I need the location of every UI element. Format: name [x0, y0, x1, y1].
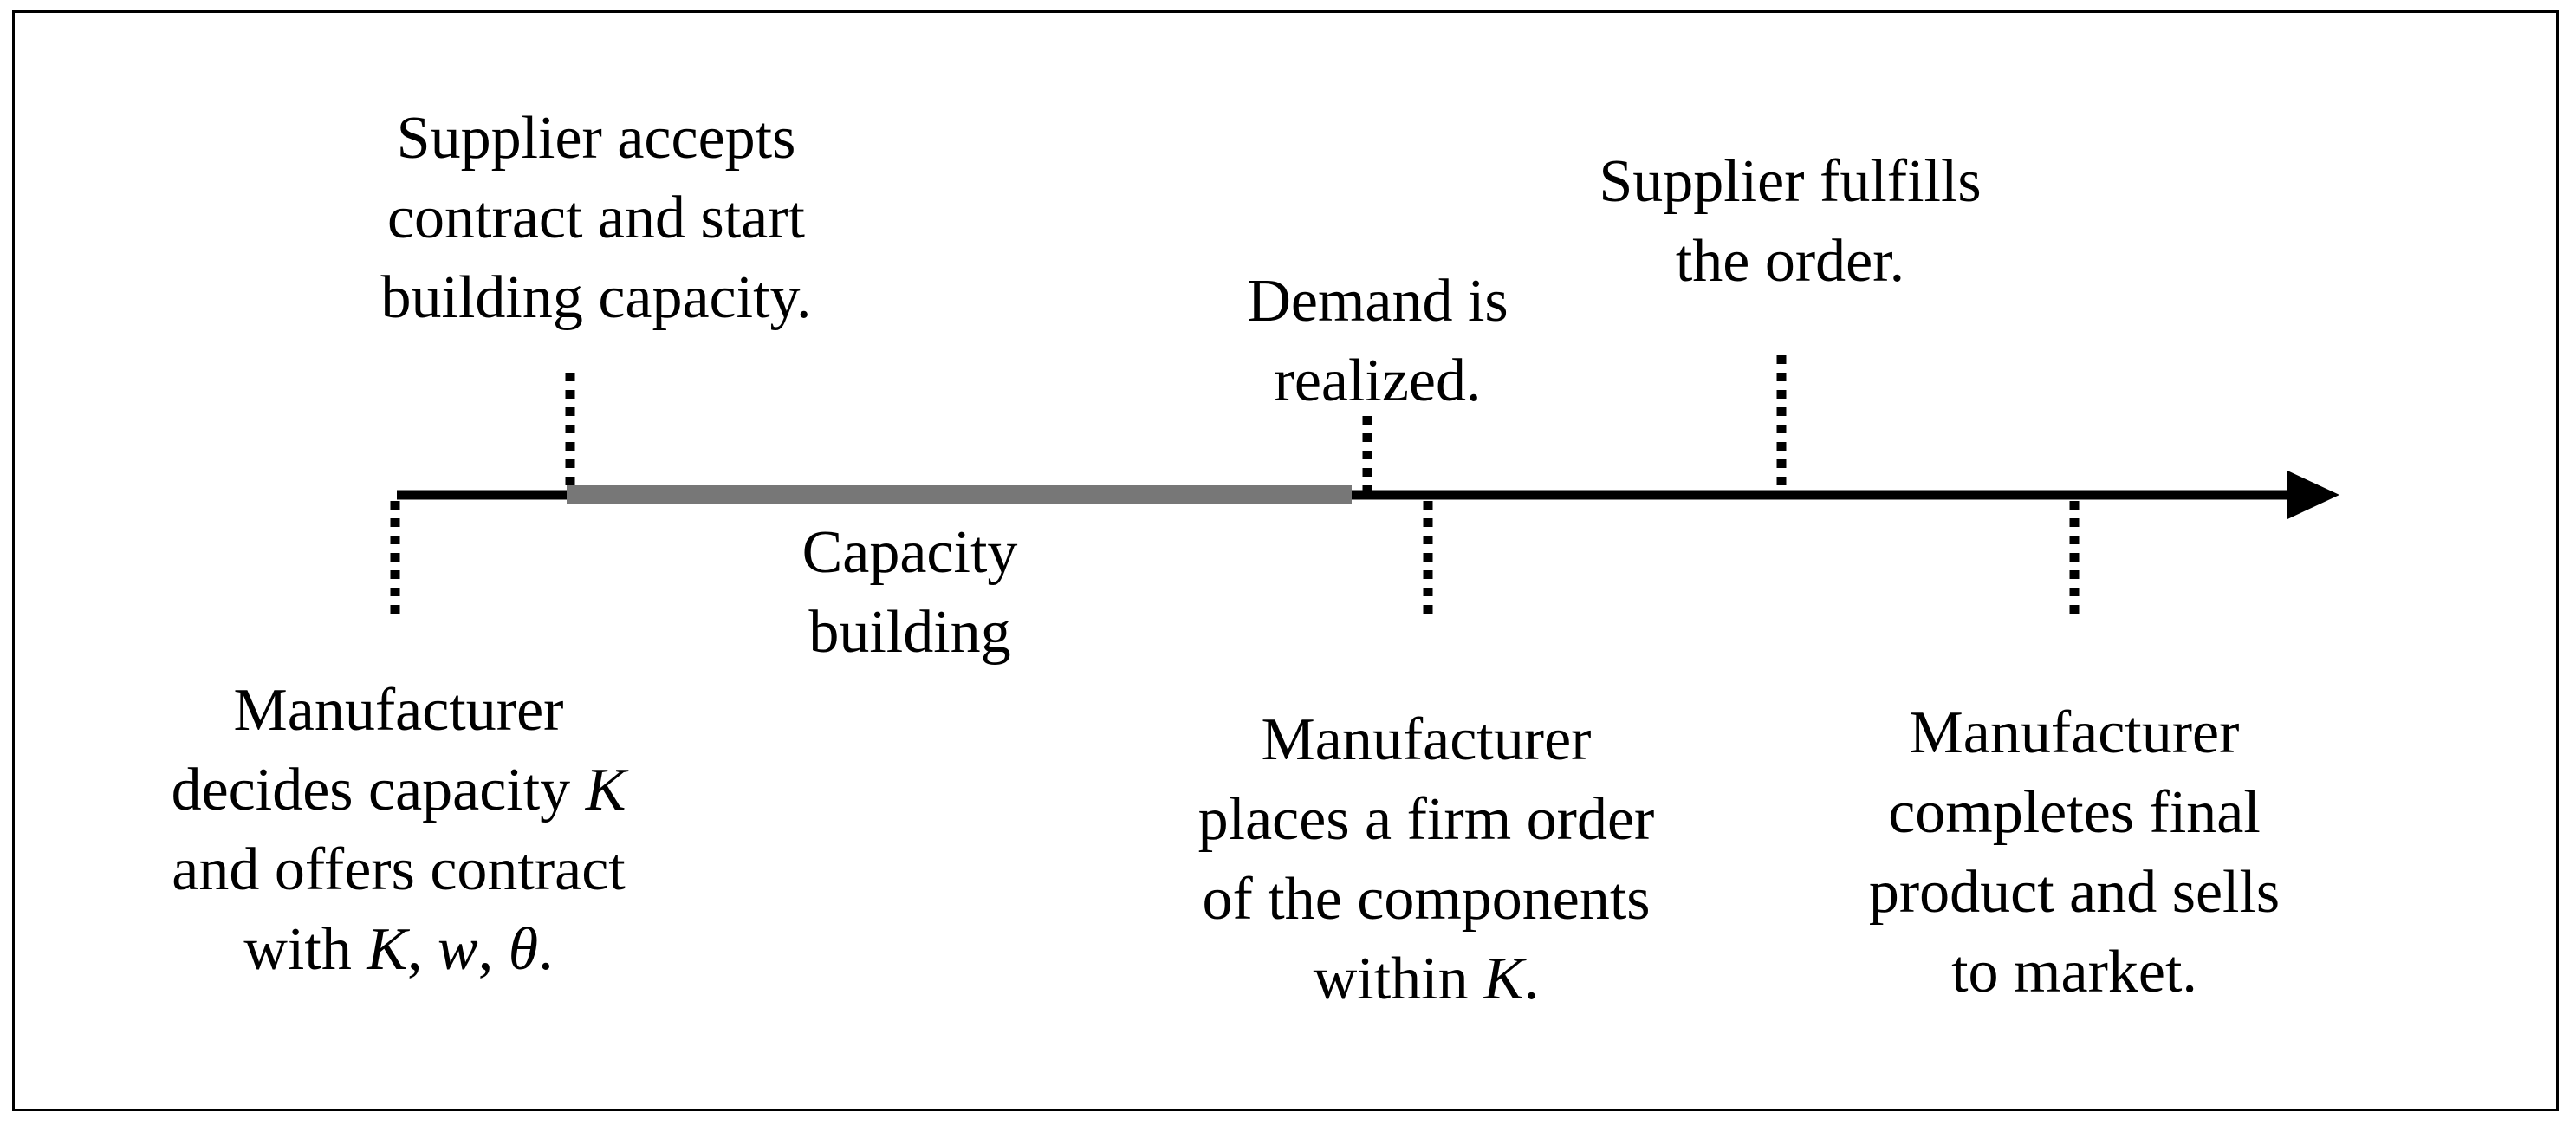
event-text-line: Demand is	[1247, 268, 1509, 335]
event-text-line: realized.	[1274, 348, 1482, 414]
event-demand-realized: Demand is realized.	[1247, 262, 1508, 421]
timeline-arrowhead	[2287, 471, 2339, 519]
event-text-line: within K.	[1313, 946, 1540, 1012]
event-manufacturer-decides: Manufacturer decides capacity K and offe…	[172, 671, 626, 990]
event-text-line: the order.	[1675, 228, 1905, 295]
event-text-line: Supplier accepts	[396, 105, 796, 172]
event-text-line: decides capacity K	[171, 757, 626, 823]
event-text-line: places a firm order	[1197, 786, 1655, 853]
event-text-line: product and sells	[1868, 859, 2281, 926]
event-text-line: and offers contract	[172, 836, 626, 903]
event-text-line: Manufacturer	[233, 677, 564, 744]
event-text-line: building capacity.	[380, 264, 812, 331]
event-text-line: Capacity	[801, 519, 1018, 586]
event-supplier-fulfills: Supplier fulfills the order.	[1599, 142, 1981, 302]
event-text-line: Manufacturer	[1261, 706, 1592, 773]
diagram-frame	[12, 10, 2559, 1111]
event-text-line: with K, w, θ.	[243, 916, 554, 983]
event-manufacturer-completes: Manufacturer completes final product and…	[1869, 693, 2280, 1012]
event-text-line: Supplier fulfills	[1599, 148, 1982, 215]
event-supplier-accepts: Supplier accepts contract and start buil…	[381, 99, 812, 338]
event-text-line: to market.	[1951, 939, 2197, 1005]
capacity-building-label: Capacity building	[802, 513, 1018, 673]
event-text-line: completes final	[1888, 779, 2261, 846]
event-manufacturer-places: Manufacturer places a firm order of the …	[1198, 700, 1655, 1019]
event-text-line: building	[808, 599, 1011, 666]
event-text-line: Manufacturer	[1909, 699, 2240, 766]
event-text-line: contract and start	[386, 185, 806, 251]
event-text-line: of the components	[1202, 866, 1651, 933]
